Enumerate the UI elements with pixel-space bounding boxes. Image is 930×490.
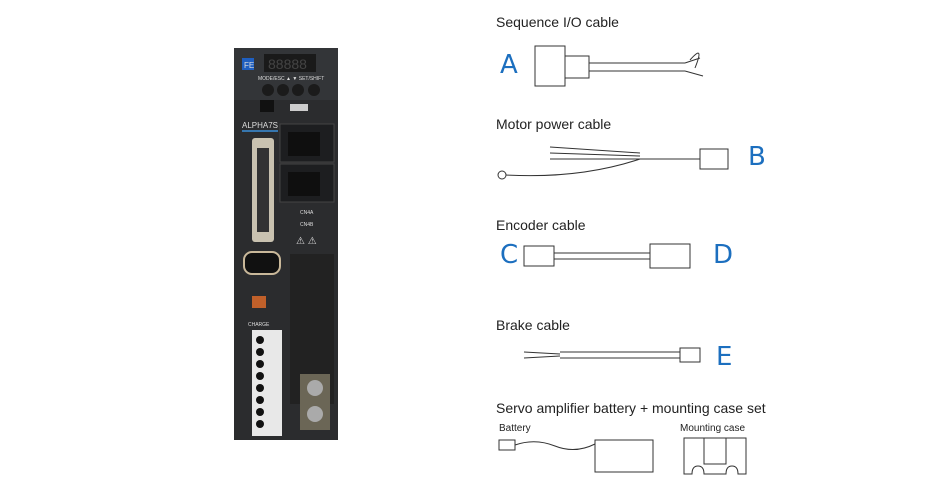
svg-text:MODE/ESC ▲ ▼ SET/SHIFT: MODE/ESC ▲ ▼ SET/SHIFT <box>258 76 324 82</box>
down-button <box>292 84 304 96</box>
cn2-connector <box>243 251 281 275</box>
svg-text:CHARGE: CHARGE <box>248 322 270 328</box>
svg-text:⚠ ⚠: ⚠ ⚠ <box>296 236 317 247</box>
motor-power-cable-title: Motor power cable <box>496 116 612 132</box>
mounting-case-image <box>683 437 747 475</box>
label-d: D <box>713 240 734 270</box>
battery-image <box>498 439 654 473</box>
label-c: C <box>500 240 519 270</box>
brake-cable-image <box>523 347 701 363</box>
brake-cable-title: Brake cable <box>496 317 570 333</box>
label-a: A <box>500 50 518 80</box>
encoder-cable-title: Encoder cable <box>496 217 586 233</box>
svg-text:CN4A: CN4A <box>300 210 314 216</box>
svg-text:CN4B: CN4B <box>300 222 314 228</box>
set-button <box>308 84 320 96</box>
sequence-io-cable-image <box>534 45 704 87</box>
svg-text:ALPHA7S: ALPHA7S <box>242 121 278 130</box>
svg-text:FE: FE <box>244 61 254 70</box>
encoder-cable-image <box>523 243 691 269</box>
label-b: B <box>748 142 766 172</box>
up-button <box>277 84 289 96</box>
led-display: 88888 <box>268 56 307 72</box>
servo-amplifier-image: FE 88888 MODE/ESC ▲ ▼ SET/SHIFT ALPHA7S … <box>234 48 338 440</box>
mounting-case-label: Mounting case <box>680 423 746 434</box>
brand-logo <box>242 58 254 70</box>
sequence-io-cable-title: Sequence I/O cable <box>496 14 619 30</box>
mode-button <box>262 84 274 96</box>
label-e: E <box>716 342 733 372</box>
motor-power-cable-image <box>497 146 729 180</box>
battery-set-title: Servo amplifier battery + mounting case … <box>496 400 766 416</box>
battery-label: Battery <box>499 423 531 434</box>
cn3-connector <box>252 296 266 308</box>
